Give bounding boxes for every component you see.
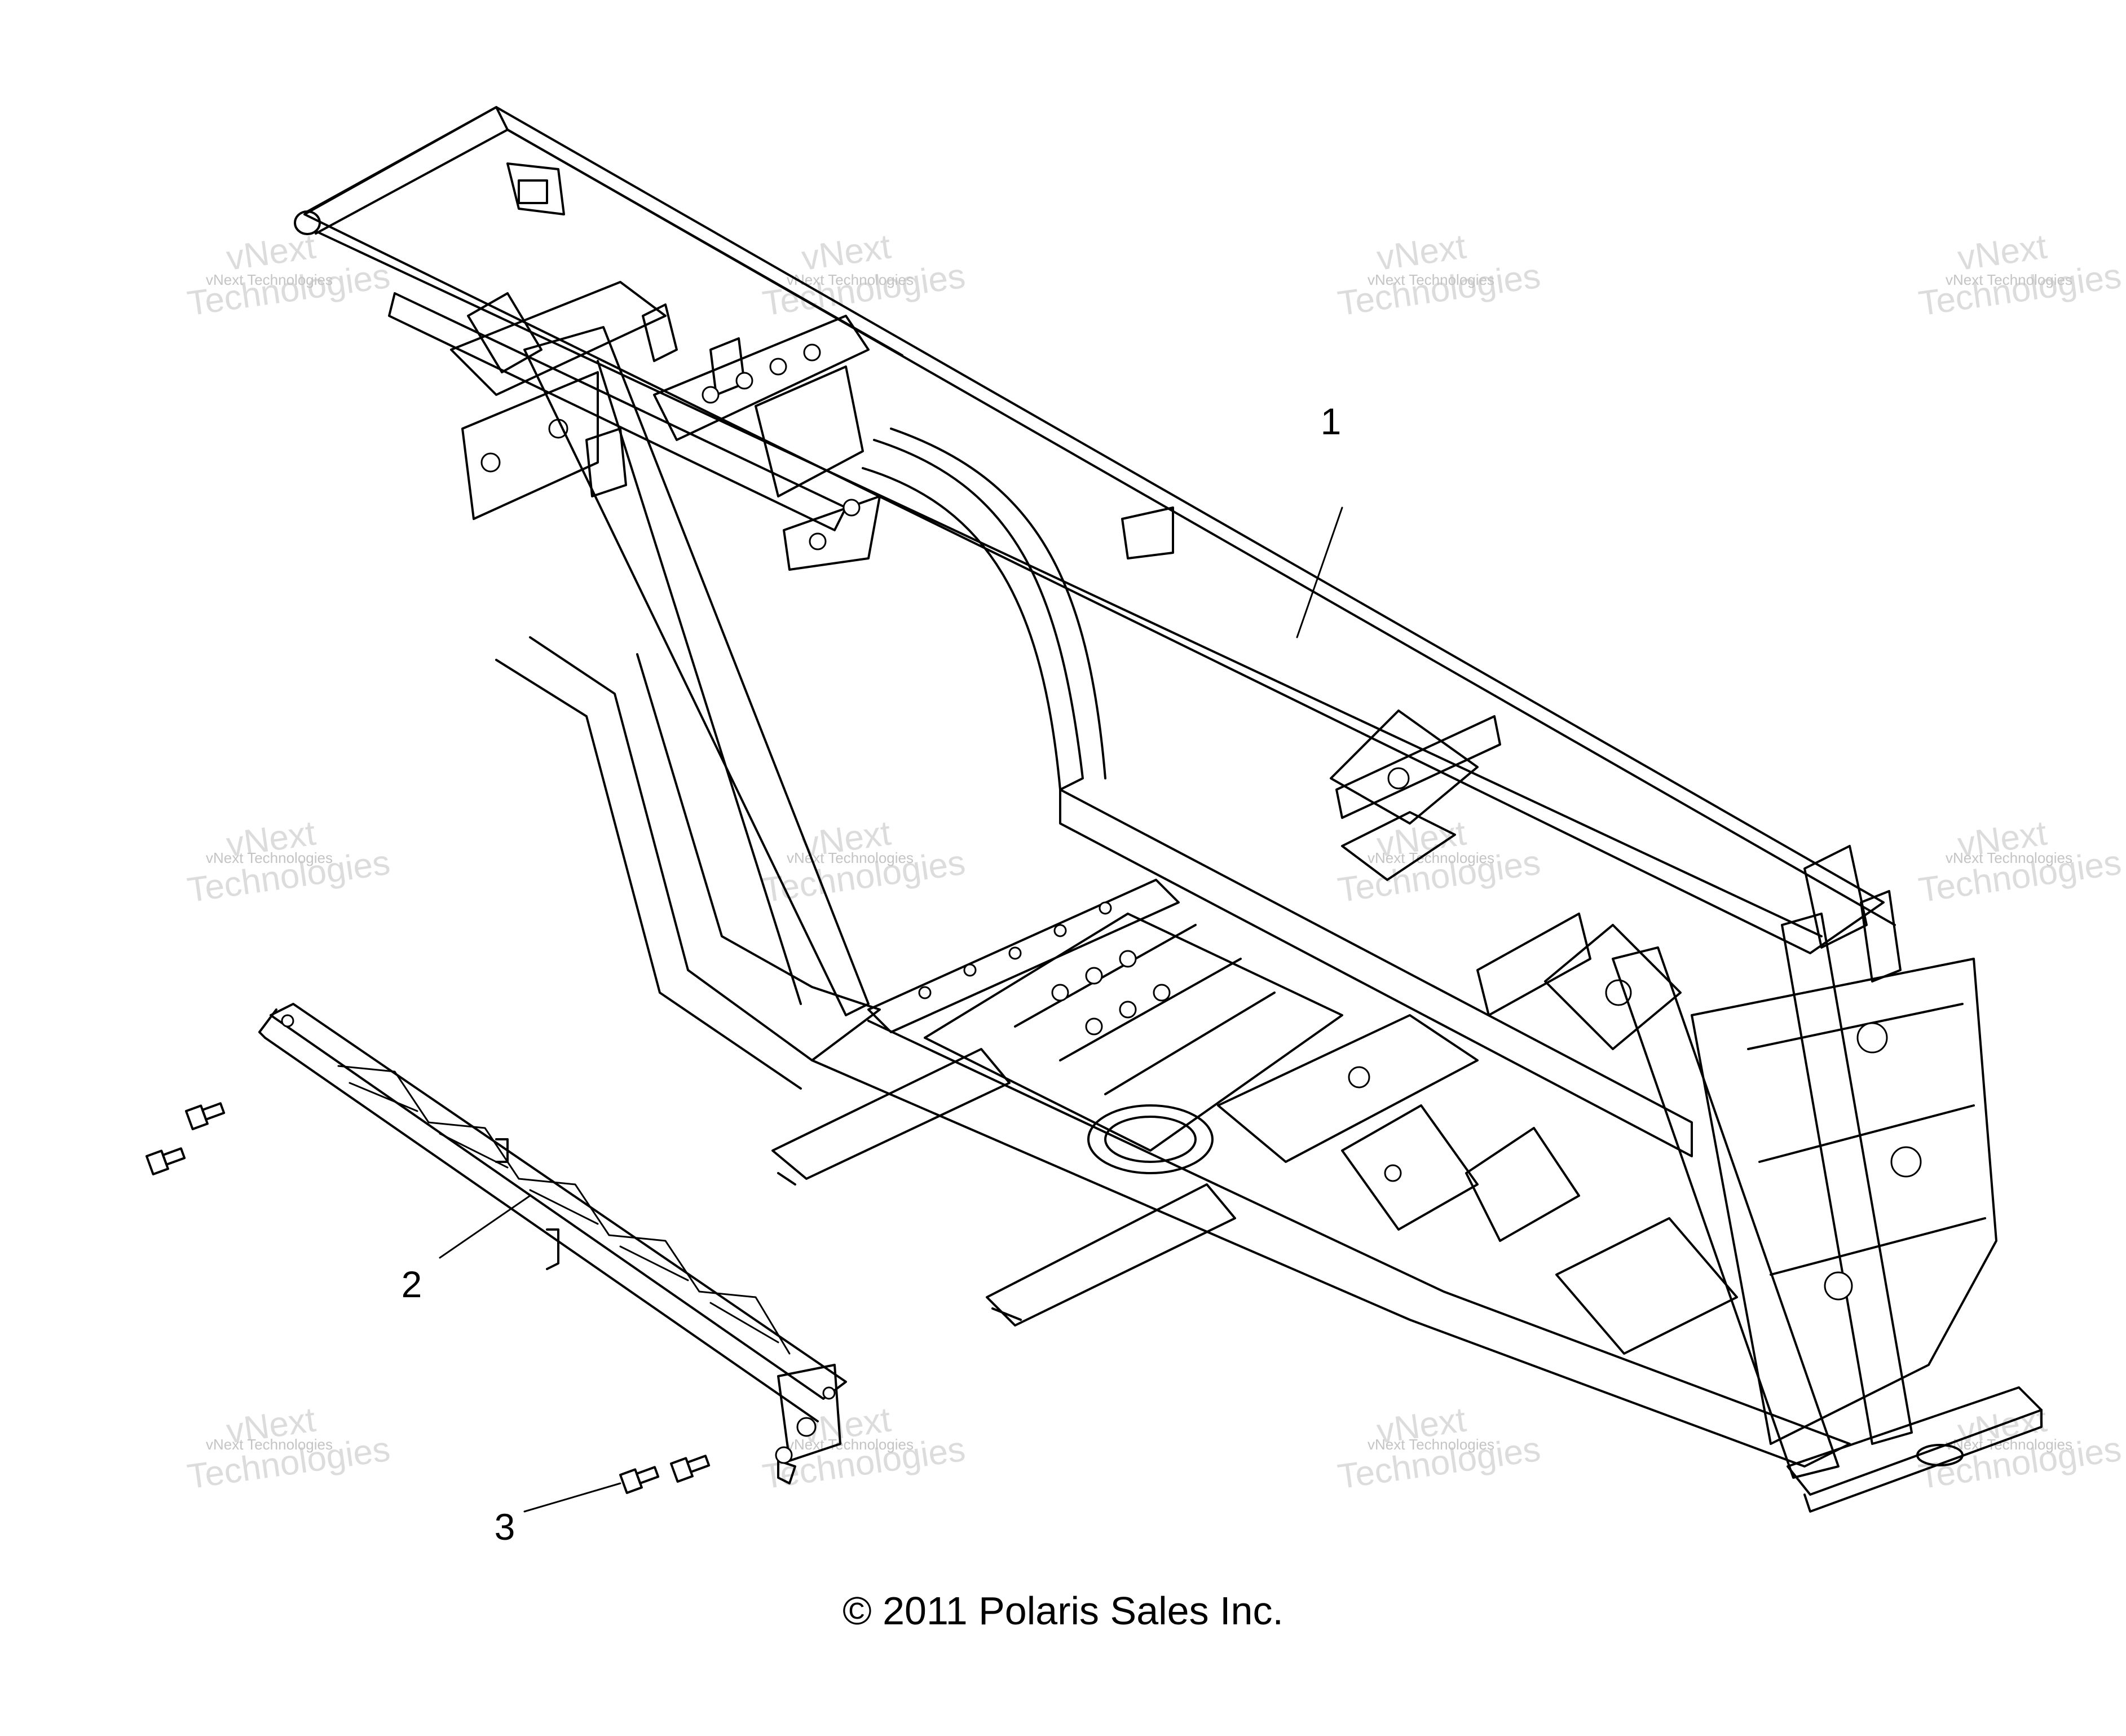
svg-text:vNext Technologies: vNext Technologies [1368,849,1494,866]
floor-crossmember [867,879,1180,1033]
callouts: 1 2 3 [402,400,1343,1548]
top-rail-clip [1121,506,1174,559]
bolt-icon [619,1466,660,1494]
bolt-icon [145,1147,186,1175]
rear-down-tube-left [523,326,870,1016]
callout-1-label: 1 [1321,400,1342,442]
frame-top-rail [303,106,1885,954]
svg-text:vNext Technologies: vNext Technologies [206,849,333,866]
bolts [145,1102,711,1494]
svg-text:vNext Technologies: vNext Technologies [787,1436,914,1453]
callout-1-leader [1296,506,1343,638]
floor-round-plate [1087,1104,1214,1174]
footrest-right [986,1183,1236,1327]
watermark: vNext Technologies [1916,227,2124,324]
bolt-icon [185,1102,226,1130]
top-rail-bracket [1335,715,1501,819]
rear-cross-rail [388,292,847,531]
watermark: vNext Technologies [1335,227,1543,324]
front-frame [1330,710,2043,1513]
svg-text:vNext Technologies: vNext Technologies [1946,271,2072,288]
svg-text:vNext Technologies: vNext Technologies [1368,271,1494,288]
svg-text:vNext Technologies: vNext Technologies [787,849,914,866]
svg-text:vNext Technologies: vNext Technologies [1946,849,2072,866]
side-rail-part [258,1003,847,1484]
callout-2-label: 2 [402,1263,422,1305]
floor-pan [924,913,1479,1174]
footrest-left [771,1048,1011,1180]
svg-text:vNext Technologies: vNext Technologies [1368,1436,1494,1453]
watermark-small: vNext Technologies [206,271,333,288]
watermark-layer: vNext Technologies vNext Technologies vN… [185,227,2124,1497]
rear-down-tube-right [597,360,802,1005]
copyright-text: © 2011 Polaris Sales Inc. [843,1589,1283,1633]
watermark: vNext Technologies [760,227,968,324]
rear-brackets [450,162,881,571]
callout-3-label: 3 [495,1506,515,1548]
main-frame [294,106,2043,1513]
center-hoop [862,439,1084,791]
callout-2-leader [439,1195,531,1259]
floor-rail-center [811,1020,1851,1468]
lower-left-rail [529,636,881,1061]
rear-crossmember-holes [653,315,870,441]
callout-3-leader [523,1482,621,1513]
svg-text:vNext Technologies: vNext Technologies [206,1436,333,1453]
watermark: vNext Technologies [185,227,392,324]
bolt-icon [670,1455,711,1483]
